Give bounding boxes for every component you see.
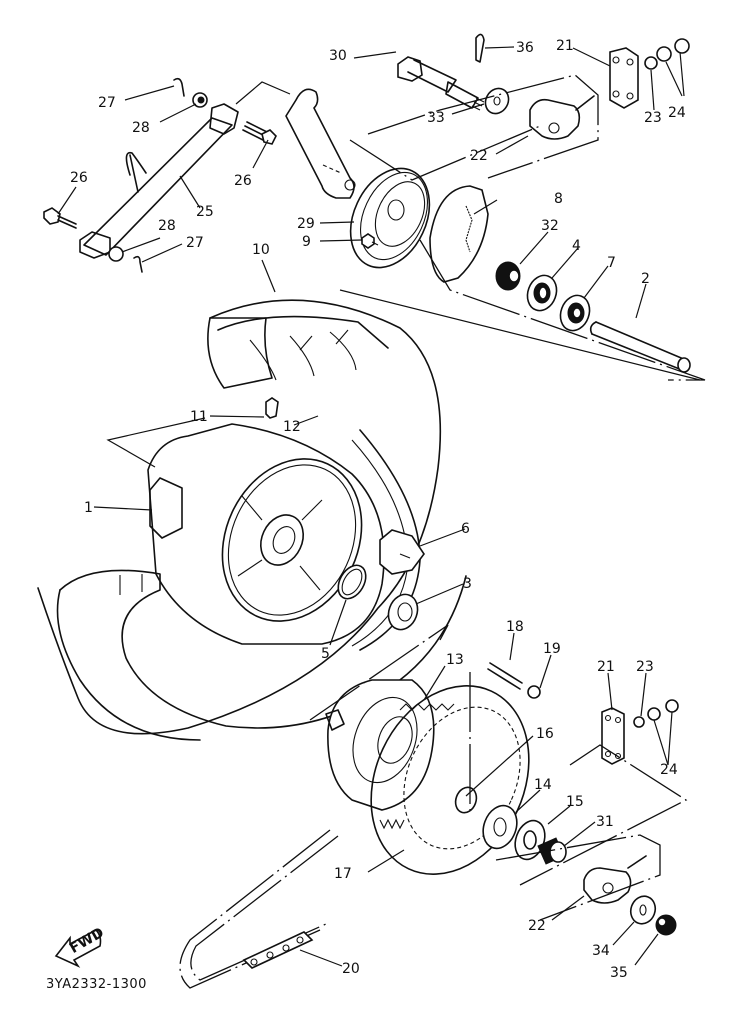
washer-23-bottom (633, 716, 645, 728)
oil-seal-4 (526, 274, 558, 312)
washer-34 (629, 895, 657, 925)
plate-21-bottom (601, 707, 625, 765)
o-ring-5 (337, 564, 367, 600)
brake-drum-29 (349, 167, 431, 269)
callout-22-top: 22 (470, 148, 488, 164)
plate-21-top (609, 47, 639, 109)
callout-20: 20 (342, 961, 360, 977)
washer-33 (484, 87, 510, 115)
bolt-26-right (242, 121, 277, 145)
callout-3: 3 (463, 576, 472, 592)
callout-21-bottom: 21 (597, 659, 615, 675)
bearing-7 (559, 294, 591, 332)
bolt-9 (361, 233, 379, 249)
leader-lines (57, 46, 685, 967)
callout-22-bottom: 22 (528, 918, 546, 934)
nut-28-bottom (108, 246, 124, 262)
callout-26-left: 26 (70, 170, 88, 186)
callout-36: 36 (516, 40, 534, 56)
callout-11: 11 (190, 409, 208, 425)
nut-28-top (192, 92, 208, 108)
callout-23-top: 23 (644, 110, 662, 126)
callout-17: 17 (334, 866, 352, 882)
callout-10: 10 (252, 242, 270, 258)
nut-35 (655, 914, 677, 936)
callout-27-bottom: 27 (186, 235, 204, 251)
collar-32 (495, 261, 521, 291)
callout-24-top: 24 (668, 105, 686, 121)
cotter-pin-27-top (173, 77, 185, 97)
damper-6 (379, 529, 425, 575)
callout-labels: 1 2 3 4 5 6 7 8 9 10 11 12 13 14 15 16 1… (70, 38, 686, 981)
figure-code: 3YA2332-1300 (46, 977, 147, 992)
callout-27-top: 27 (98, 95, 116, 111)
assembly-lines (106, 74, 706, 921)
callout-8: 8 (554, 191, 563, 207)
nuts-24-top (656, 38, 690, 62)
chain-joint-20 (242, 931, 314, 969)
hub-cover-8 (429, 185, 489, 283)
callout-31: 31 (596, 814, 614, 830)
callout-12: 12 (283, 419, 301, 435)
callout-18: 18 (506, 619, 524, 635)
bearing-3 (387, 593, 419, 631)
cotter-pin-27-bottom (133, 255, 143, 273)
caliper-bracket-22-top (529, 95, 595, 140)
forward-direction-arrow: FWD (54, 925, 107, 968)
callout-9: 9 (302, 234, 311, 250)
callout-34: 34 (592, 943, 610, 959)
collar-16 (454, 786, 478, 814)
drive-chain (179, 829, 339, 989)
sprocket-hub-13 (325, 679, 435, 811)
callout-23-bottom: 23 (636, 659, 654, 675)
wheel-hub-1 (147, 423, 421, 651)
callout-2: 2 (641, 271, 650, 287)
oil-seal-15 (514, 819, 546, 861)
callout-32: 32 (541, 218, 559, 234)
callout-30: 30 (329, 48, 347, 64)
spacer-2 (589, 321, 691, 373)
washer-23-top (644, 56, 658, 70)
callout-19: 19 (543, 641, 561, 657)
torque-arm-25 (79, 103, 239, 259)
callout-28-bottom: 28 (158, 218, 176, 234)
callout-24-bottom: 24 (660, 762, 678, 778)
callout-13: 13 (446, 652, 464, 668)
callout-29: 29 (297, 216, 315, 232)
tire-10 (37, 299, 467, 741)
nuts-24-bottom (647, 699, 679, 721)
cotter-pin-36 (475, 33, 485, 63)
callout-15: 15 (566, 794, 584, 810)
callout-1: 1 (84, 500, 93, 516)
callout-4: 4 (572, 238, 581, 254)
callout-28-top: 28 (132, 120, 150, 136)
callout-14: 14 (534, 777, 552, 793)
callout-25: 25 (196, 204, 214, 220)
brake-arm-bracket (285, 88, 356, 199)
callout-5: 5 (321, 646, 330, 662)
stud-bolt-18 (487, 662, 523, 690)
nut-19 (527, 685, 541, 699)
callout-7: 7 (607, 255, 616, 271)
bearing-14 (482, 804, 518, 850)
callout-6: 6 (461, 521, 470, 537)
caliper-bracket-22-bottom (583, 855, 647, 904)
valve-11 (265, 397, 279, 419)
callout-33: 33 (427, 110, 445, 126)
callout-21-top: 21 (556, 38, 574, 54)
callout-16: 16 (536, 726, 554, 742)
callout-26-right: 26 (234, 173, 252, 189)
bolt-26-left (43, 207, 77, 229)
callout-35: 35 (610, 965, 628, 981)
